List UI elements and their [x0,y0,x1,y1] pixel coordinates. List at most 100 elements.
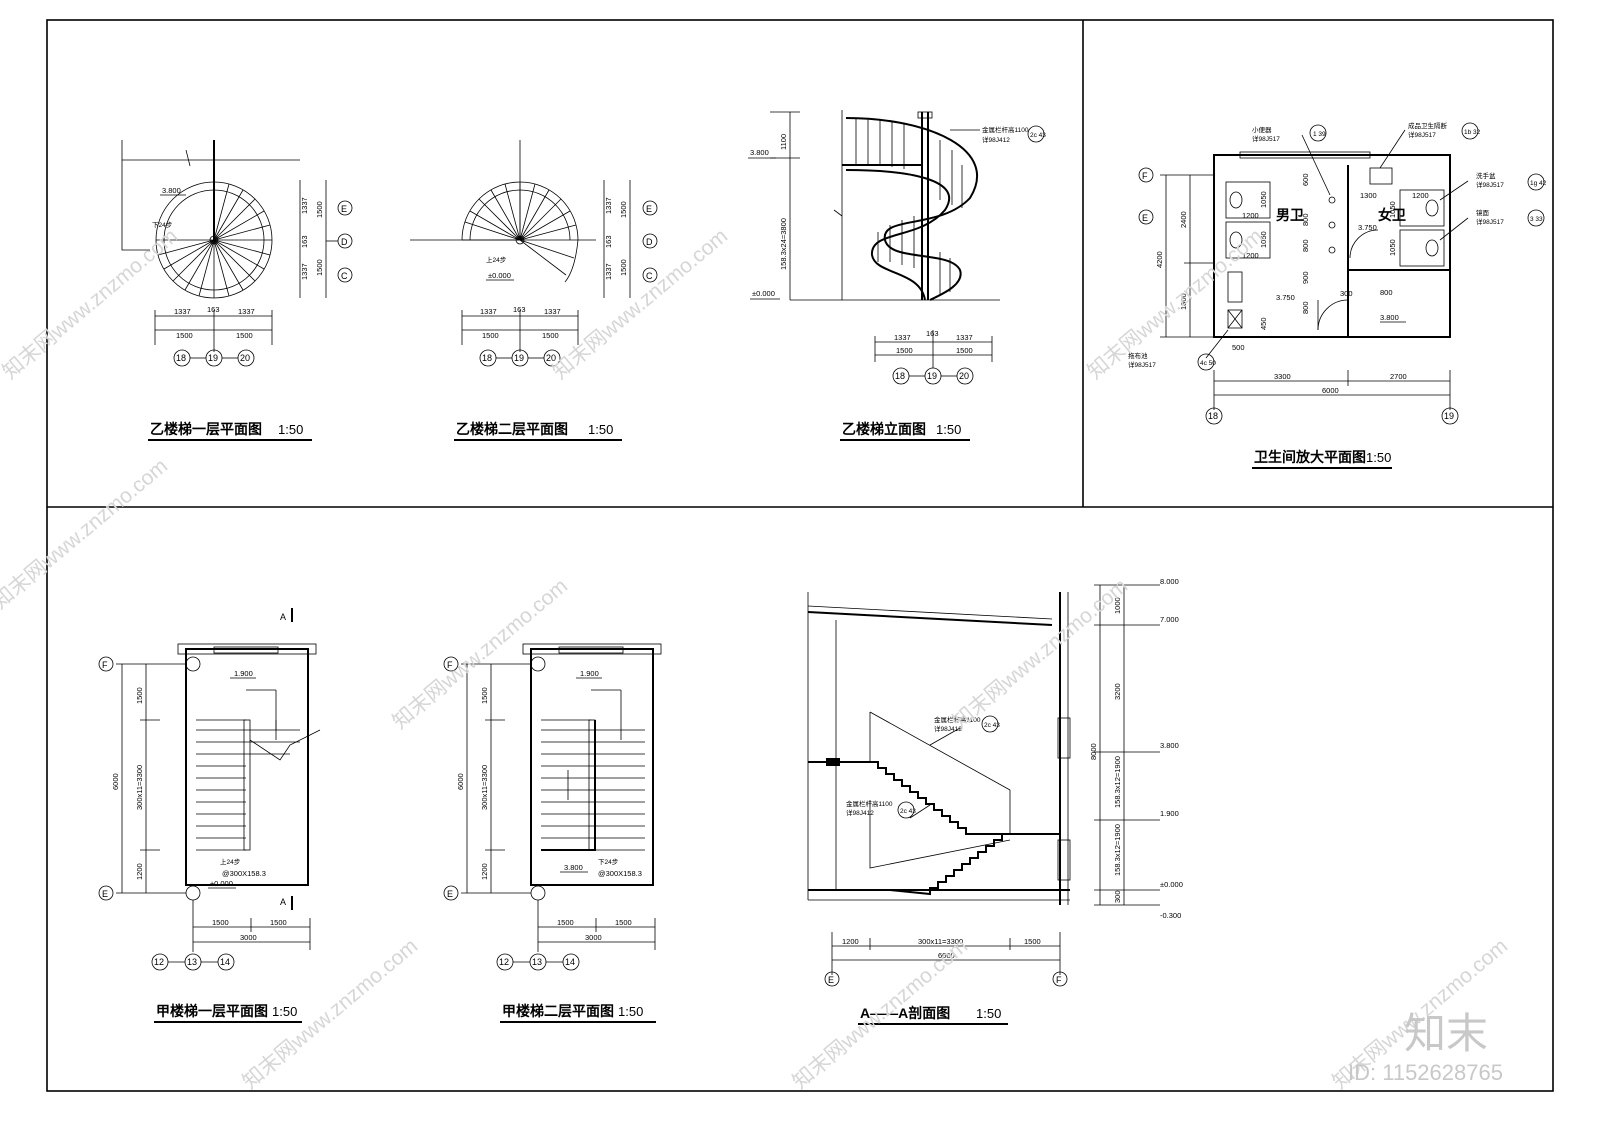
dim-label: 300 [1113,890,1122,903]
fixture-note: 拖布池 [1128,351,1148,360]
dim-label: 1500 [480,687,489,704]
watermark-text: 知末网www.znzmo.com [948,574,1132,733]
dim-label: 300x11=3300 [480,765,489,810]
fixture-note: 洗手盆 [1476,171,1496,180]
level-label: 3.750 [1276,293,1295,302]
grid-bubble-d: D [341,237,348,247]
dim-label: 800 [1301,213,1310,226]
level-label: 3.800 [1160,741,1179,750]
watermark-text: 知末网www.znzmo.com [1083,224,1267,383]
grid-bubble-c: C [341,271,348,281]
dim-label: 1000 [1113,597,1122,614]
drawing-title: 甲楼梯一层平面图 [156,1003,268,1019]
grid-bubble-13: 13 [187,957,197,967]
grid-bubble-20: 20 [546,353,556,363]
railing-note: 金属栏杆高1100 [846,799,893,808]
grid-bubble-14: 14 [565,957,575,967]
grid-bubble-19: 19 [208,353,218,363]
watermark-text: 知末网www.znzmo.com [0,454,172,613]
drawing-title: 乙楼梯二层平面图 [456,421,568,437]
dim-label: 1500 [482,331,499,340]
grid-bubble-c: C [646,271,653,281]
dim-label: 1500 [212,918,229,927]
level-label: 3.800 [750,148,769,157]
dim-label: 1337 [956,333,973,342]
dim-label: 4200 [1155,251,1164,268]
dim-label: 1050 [1259,231,1268,248]
dim-label: 1337 [480,307,497,316]
dim-label: 3200 [1113,683,1122,700]
dim-label: 1500 [956,346,973,355]
detail-tag: 3 33 [1530,216,1543,223]
drawing-title: A——A剖面图 [860,1005,950,1021]
room-label-men: 男卫 [1276,207,1304,223]
dim-label: 600 [1301,173,1310,186]
dim-label: 1500 [315,259,324,276]
dim-label: 163 [513,305,526,314]
dim-label: 1500 [1024,937,1041,946]
detail-tag: 1g 42 [1530,180,1547,187]
dim-label: 3000 [585,933,602,942]
grid-bubble-12: 12 [499,957,509,967]
dim-label: 1200 [480,863,489,880]
dim-label: 800 [1380,288,1393,297]
dim-label: 1050 [1388,239,1397,256]
spiral-treads-1 [156,182,272,298]
watermark-text: 知末网www.znzmo.com [548,224,732,383]
dim-label: 1200 [135,863,144,880]
drawing-title: 乙楼梯一层平面图 [150,421,262,437]
grid-bubble-13: 13 [532,957,542,967]
grid-bubble-20: 20 [240,353,250,363]
stair-direction-note: 下24步 [152,221,173,229]
stair-direction-note: 上24步 [220,857,241,866]
dim-label: 6000 [1322,386,1339,395]
dim-label: 163 [926,329,939,338]
grid-bubble-f: F [1142,171,1148,181]
image-id: ID: 1152628765 [1348,1060,1503,1085]
straight-stair-second-floor-plan: 1.900 下24步 @300X158.3 3.800 1500 300x11=… [443,643,662,1023]
stair-direction-note: 下24步 [598,858,619,866]
grid-bubble-e: E [102,889,108,899]
spiral-stair-second-floor-plan: 上24步 ±0.000 1337 1337 163 1500 1500 E D … [410,140,658,441]
grid-bubble-19: 19 [1444,411,1454,421]
dim-label: 1500 [270,918,287,927]
dim-label: 1200 [1242,251,1259,260]
dim-label: 1500 [896,346,913,355]
dim-label: 1050 [1259,191,1268,208]
dim-label: 3300 [1274,372,1291,381]
grid-bubble-20: 20 [959,371,969,381]
level-label: 7.000 [1160,615,1179,624]
dim-label: 300 [1340,289,1353,298]
level-label: 1.900 [580,669,599,678]
dim-label: 1337 [300,197,309,214]
dim-label: 450 [1259,317,1268,330]
level-label: ±0.000 [1160,880,1183,889]
grid-bubble-18: 18 [1208,411,1218,421]
dim-label: 500 [1232,343,1245,352]
dim-label: 1050 [1388,201,1397,218]
dim-label: 300x11=3300 [918,937,963,946]
stair-treads [196,729,300,851]
dim-label: 6000 [938,951,955,960]
dim-label: 1500 [236,331,253,340]
dim-label: 163 [604,235,613,248]
dim-label: 1337 [300,263,309,280]
dim-label: 1337 [894,333,911,342]
drawing-scale: 1:50 [278,422,303,437]
grid-bubble-19: 19 [514,353,524,363]
dim-label: 2400 [1179,211,1188,228]
grid-bubble-e: E [646,204,652,214]
dim-label: 2700 [1390,372,1407,381]
dim-label: 1200 [1242,211,1259,220]
level-label: 3.800 [564,863,583,872]
dim-label: 8000 [1089,743,1098,760]
detail-tag: 2c 43 [984,722,1000,729]
section-mark: A [280,897,286,907]
grid-bubble-e: E [828,975,834,985]
level-label: 3.750 [1358,223,1377,232]
level-label: 1.900 [1160,809,1179,818]
sheet-frame [46,19,1554,1092]
tread-note: @300X158.3 [222,869,266,878]
grid-bubble-e: E [447,889,453,899]
